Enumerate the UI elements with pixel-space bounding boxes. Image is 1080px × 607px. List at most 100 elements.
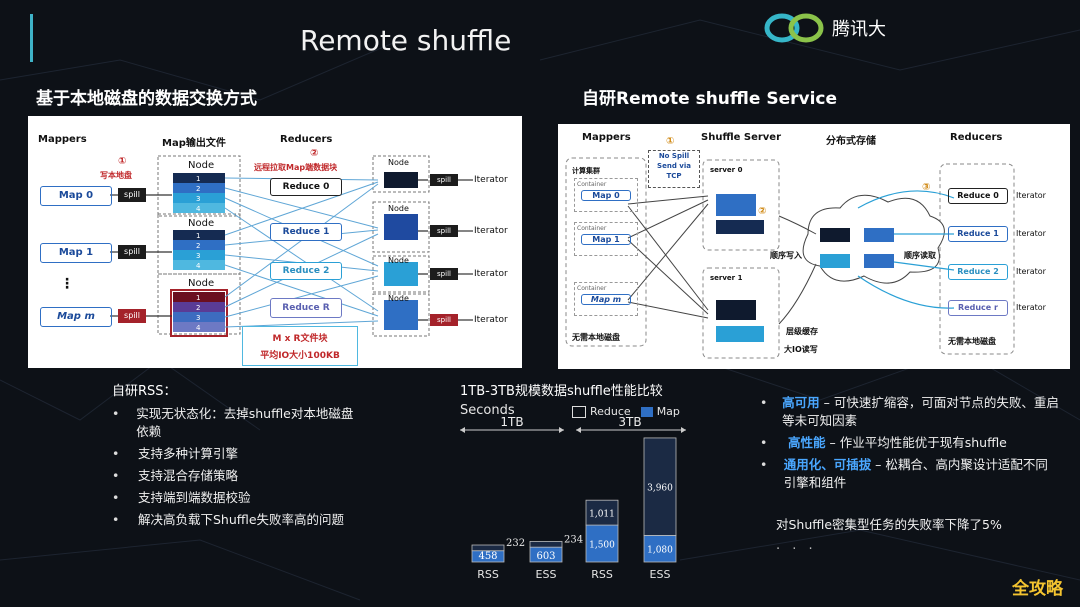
benefit-highlight: 高可用 bbox=[782, 395, 820, 410]
no-local-disk-label: 无需本地磁盘 bbox=[572, 333, 620, 342]
reduce-1-box: Reduce 1 bbox=[270, 223, 342, 241]
bullet-dot-icon: • bbox=[760, 435, 768, 450]
rss-map-0-box: Map 0 bbox=[581, 190, 631, 201]
rss-feature-text: 解决高负载下Shuffle失败率高的问题 bbox=[138, 512, 345, 527]
benefit-description: – 松耦合、高内聚设计适配不同引擎和组件 bbox=[783, 457, 1048, 490]
container-box: Container Map 0 bbox=[574, 178, 638, 212]
reduce-0-box: Reduce 0 bbox=[270, 178, 342, 196]
benefit-description: – 可快速扩缩容，可面对节点的失败、重启等未可知因素 bbox=[782, 395, 1059, 428]
svg-text:3: 3 bbox=[196, 314, 200, 322]
failure-rate-summary: 对Shuffle密集型任务的失败率下降了5% bbox=[776, 517, 1002, 532]
bullet-dot-icon: • bbox=[112, 446, 120, 461]
bar-reduce-segment bbox=[643, 437, 677, 536]
rss-features: 自研RSS： •实现无状态化：去掉shuffle对本地磁盘依赖•支持多种计算引擎… bbox=[112, 380, 362, 533]
reduce-value-label: 1,011 bbox=[589, 510, 615, 520]
step2-text: 远程拉取Map端数据块 bbox=[254, 163, 338, 172]
svg-text:3: 3 bbox=[196, 252, 200, 260]
map-1-box: Map 1 bbox=[40, 243, 112, 263]
rss-iterator-label: Iterator bbox=[1016, 267, 1046, 276]
spill-box: spill bbox=[118, 245, 146, 259]
seq-write-label: 顺序写入 bbox=[770, 251, 802, 260]
benefit-text: 高性能 – 作业平均性能优于现有shuffle bbox=[788, 434, 1007, 452]
rss-map-m-box: Map m bbox=[581, 294, 631, 305]
distributed-storage-header: 分布式存储 bbox=[826, 136, 876, 147]
rss-feature-text: 支持端到端数据校验 bbox=[138, 490, 251, 505]
map-value-label: 603 bbox=[536, 551, 555, 562]
container-box: Container Map m bbox=[574, 282, 638, 316]
container-label: Container bbox=[577, 225, 607, 232]
shuffle-server-header: Shuffle Server bbox=[701, 132, 782, 143]
spill-box: spill bbox=[118, 188, 146, 202]
node-label: Node bbox=[188, 218, 215, 229]
rss-features-list: •实现无状态化：去掉shuffle对本地磁盘依赖•支持多种计算引擎•支持混合存储… bbox=[112, 405, 362, 529]
remote-shuffle-diagram-shapes bbox=[565, 157, 1015, 359]
benefit-highlight: 高性能 bbox=[788, 435, 826, 450]
category-label: ESS bbox=[650, 568, 671, 581]
map-m-box: Map m bbox=[40, 307, 112, 327]
reducer-spill-box: spill bbox=[430, 225, 458, 237]
svg-text:1: 1 bbox=[196, 232, 200, 240]
title-accent-bar bbox=[30, 14, 33, 62]
legend-reduce-label: Reduce bbox=[590, 405, 631, 418]
map-value-label: 1,080 bbox=[647, 546, 673, 556]
spill-box-highlighted: spill bbox=[118, 309, 146, 323]
seq-read-label: 顺序读取 bbox=[904, 251, 936, 260]
rss-reducers-header: Reducers bbox=[950, 132, 1003, 143]
benefit-text: 高可用 – 可快速扩缩容，可面对节点的失败、重启等未可知因素 bbox=[782, 394, 1060, 430]
rss-reduce-2-box: Reduce 2 bbox=[948, 264, 1008, 280]
container-label: Container bbox=[577, 285, 607, 292]
container-box: Container Map 1 bbox=[574, 222, 638, 256]
chart-legend: Reduce Map bbox=[572, 405, 680, 418]
benefit-text: 通用化、可插拔 – 松耦合、高内聚设计适配不同引擎和组件 bbox=[784, 456, 1060, 492]
rss-feature-item: • 支持端到端数据校验 bbox=[112, 489, 362, 507]
node-label: Node bbox=[188, 278, 215, 289]
rss-iterator-label: Iterator bbox=[1016, 191, 1046, 200]
bullet-dot-icon: • bbox=[760, 395, 768, 410]
obscured-text: · · · bbox=[776, 542, 817, 557]
large-io-label: 大IO读写 bbox=[784, 345, 818, 354]
rss-feature-text: 实现无状态化：去掉shuffle对本地磁盘依赖 bbox=[136, 406, 354, 439]
group-label-3tb: 3TB bbox=[618, 415, 641, 429]
reducer-spill-box-highlighted: spill bbox=[430, 314, 458, 326]
compute-cluster-label: 计算集群 bbox=[572, 167, 600, 175]
bullet-dot-icon: • bbox=[112, 490, 120, 505]
left-section-title: 基于本地磁盘的数据交换方式 bbox=[36, 89, 257, 109]
chart-title: 1TB-3TB规模数据shuffle性能比较 bbox=[460, 384, 663, 399]
node-label: Node bbox=[388, 158, 409, 167]
bar-reduce-segment bbox=[529, 540, 563, 548]
rss-feature-item: •支持混合存储策略 bbox=[112, 467, 362, 485]
reducers-header: Reducers bbox=[280, 134, 333, 145]
rss-iterator-label: Iterator bbox=[1016, 229, 1046, 238]
blocks-text: M x R文件块 bbox=[272, 334, 328, 344]
page-title: Remote shuffle bbox=[300, 24, 512, 57]
step2-marker: ② bbox=[310, 148, 319, 159]
category-label: RSS bbox=[591, 568, 613, 581]
map-0-box: Map 0 bbox=[40, 186, 112, 206]
svg-text:4: 4 bbox=[196, 262, 201, 270]
rss-feature-text: 支持混合存储策略 bbox=[138, 468, 239, 483]
category-label: ESS bbox=[536, 568, 557, 581]
node-label: Node bbox=[188, 160, 215, 171]
svg-text:4: 4 bbox=[196, 324, 201, 332]
reducer-spill-box: spill bbox=[430, 174, 458, 186]
node-label: Node bbox=[388, 204, 409, 213]
map-output-header: Map输出文件 bbox=[162, 138, 226, 149]
benefit-item: • 高性能 – 作业平均性能优于现有shuffle bbox=[760, 434, 1060, 452]
remote-shuffle-service-diagram: Mappers Shuffle Server 分布式存储 Reducers 计算… bbox=[558, 124, 1070, 369]
legend-map-swatch bbox=[640, 406, 653, 417]
svg-text:2: 2 bbox=[196, 304, 200, 312]
io-note-box: M x R文件块 平均IO大小100KB bbox=[242, 326, 358, 366]
node-label: Node bbox=[388, 294, 409, 303]
rss-iterator-label: Iterator bbox=[1016, 303, 1046, 312]
benefit-item: • 高可用 – 可快速扩缩容，可面对节点的失败、重启等未可知因素 bbox=[760, 394, 1060, 430]
bullet-dot-icon: • bbox=[760, 457, 768, 472]
mappers-header: Mappers bbox=[38, 134, 87, 145]
svg-text:4: 4 bbox=[196, 205, 201, 213]
rss-step2-marker: ② bbox=[758, 206, 767, 217]
rss-reduce-0-box: Reduce 0 bbox=[948, 188, 1008, 204]
reduce-2-box: Reduce 2 bbox=[270, 262, 342, 280]
step1-marker: ① bbox=[118, 156, 127, 167]
benefits-list: • 高可用 – 可快速扩缩容，可面对节点的失败、重启等未可知因素 • 高性能 – 作业… bbox=[760, 394, 1060, 496]
